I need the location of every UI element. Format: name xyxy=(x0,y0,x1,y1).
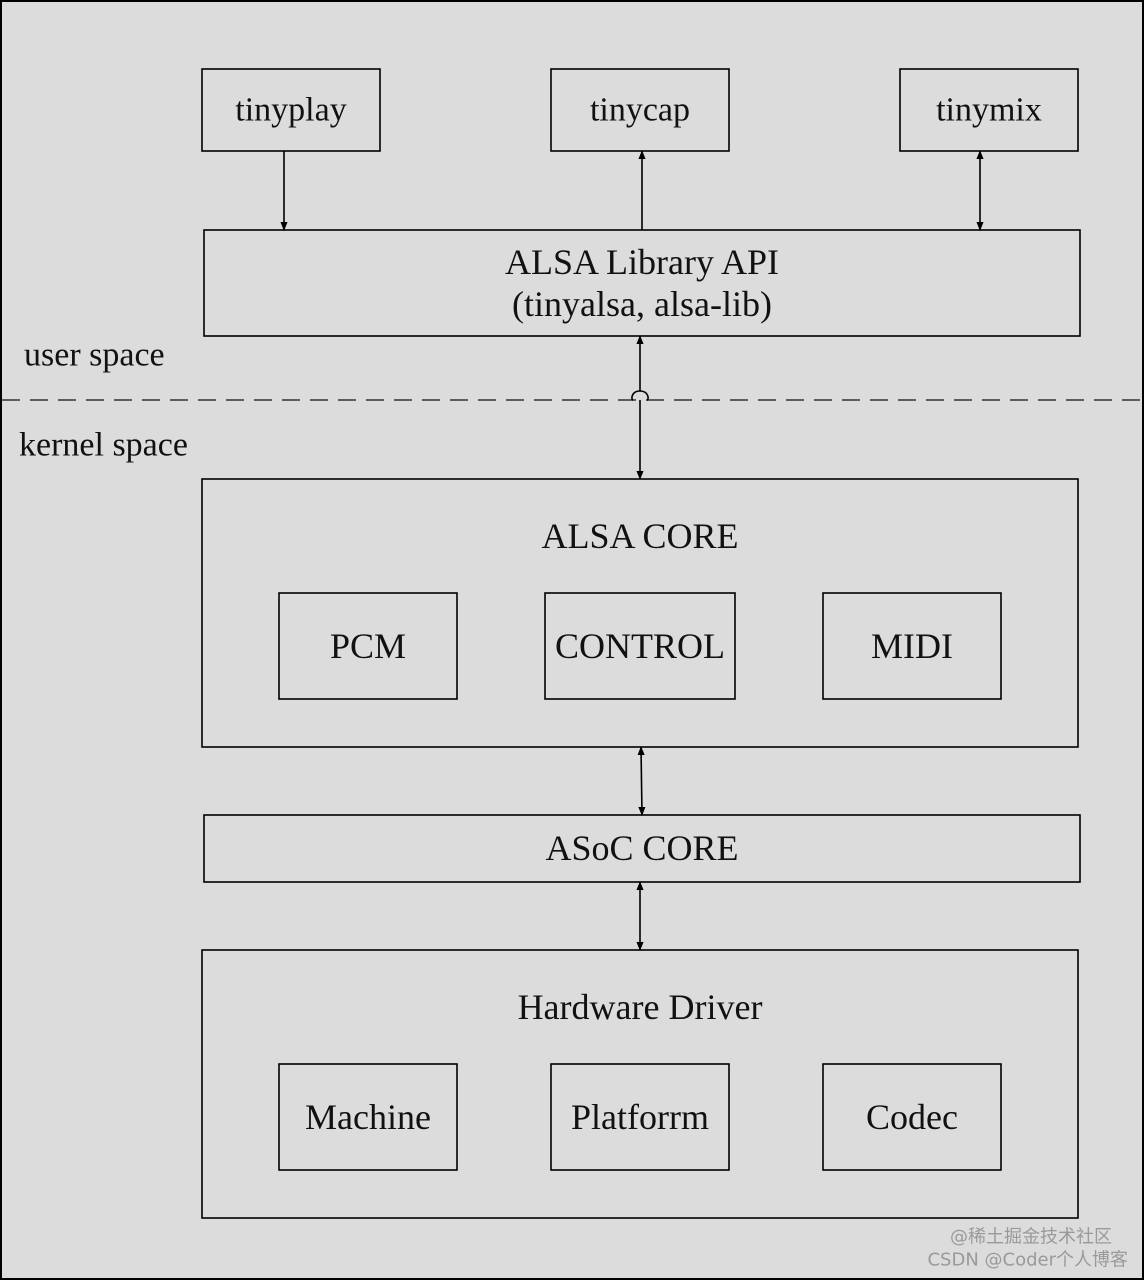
hardware-driver-box: Hardware Driver xyxy=(201,949,1079,1219)
machine-label: Machine xyxy=(305,1097,431,1137)
platform-label: Platforrm xyxy=(571,1097,709,1137)
control-label: CONTROL xyxy=(555,626,725,666)
codec-label: Codec xyxy=(866,1097,958,1137)
watermark-line-1: @稀土掘金技术社区 xyxy=(950,1227,1112,1248)
alsa-library-subtitle: (tinyalsa, alsa-lib) xyxy=(512,284,772,324)
arrow-alsa-core-asoc-core xyxy=(637,746,646,816)
midi-label: MIDI xyxy=(871,626,953,666)
user-space-label: user space xyxy=(24,337,165,374)
alsa-library-title: ALSA Library API xyxy=(505,242,779,282)
tinymix-label: tinymix xyxy=(936,92,1042,129)
alsa-core-title: ALSA CORE xyxy=(541,516,738,556)
kernel-space-label: kernel space xyxy=(19,427,188,464)
hardware-driver-title: Hardware Driver xyxy=(518,987,763,1027)
watermark-line-2: CSDN @Coder个人博客 xyxy=(927,1250,1128,1271)
tinyplay-label: tinyplay xyxy=(235,92,346,129)
midi-box: MIDI xyxy=(822,592,1002,700)
codec-box: Codec xyxy=(822,1063,1002,1171)
pcm-box: PCM xyxy=(278,592,458,700)
tinycap-label: tinycap xyxy=(590,92,690,129)
pcm-label: PCM xyxy=(330,626,406,666)
tinymix-box: tinymix xyxy=(899,68,1079,152)
platform-box: Platforrm xyxy=(550,1063,730,1171)
tinyplay-box: tinyplay xyxy=(201,68,381,152)
machine-box: Machine xyxy=(278,1063,458,1171)
arrow-library-alsa-core xyxy=(631,335,649,480)
asoc-core-title: ASoC CORE xyxy=(545,828,738,868)
control-box: CONTROL xyxy=(544,592,736,700)
